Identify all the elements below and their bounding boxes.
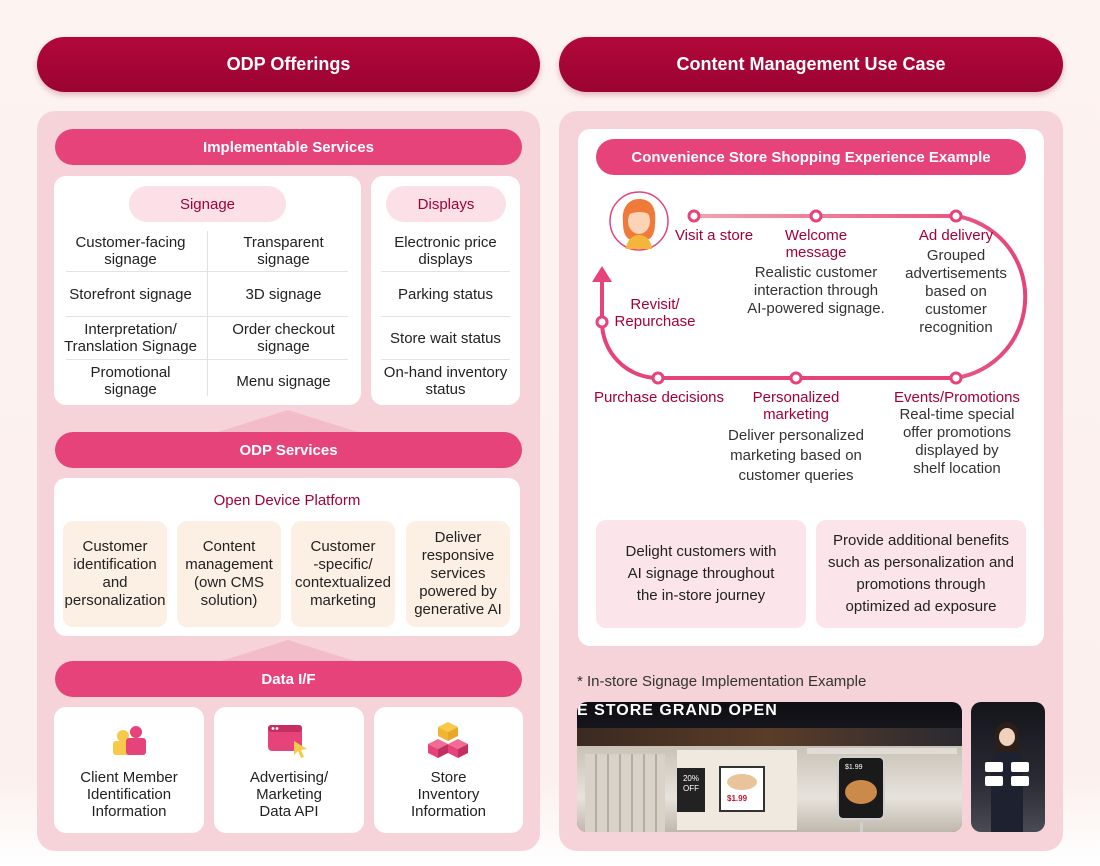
displays-row-divider xyxy=(381,359,510,360)
step-purchase-title: Purchase decisions xyxy=(593,389,725,406)
displays-title: Displays xyxy=(417,195,475,213)
displays-pill: Displays xyxy=(386,186,506,222)
platform-title: Open Device Platform xyxy=(213,492,361,509)
odp-offerings-header: ODP Offerings xyxy=(37,37,540,92)
food-image xyxy=(727,774,757,790)
odp-services-title: ODP Services xyxy=(239,441,338,459)
implementable-services-bar: Implementable Services xyxy=(55,129,522,165)
price-sign: $1.99 xyxy=(719,766,765,812)
store-light xyxy=(807,748,957,754)
ad-browser-icon xyxy=(268,725,307,758)
odp-services-bar: ODP Services xyxy=(55,432,522,468)
floating-card xyxy=(985,776,1003,786)
signage-title: Signage xyxy=(179,195,236,213)
boxes-icon xyxy=(428,722,468,758)
signage-row-divider xyxy=(66,359,348,360)
signage-row-divider xyxy=(66,271,348,272)
offer-percent: 20% xyxy=(682,774,699,783)
displays-row-divider xyxy=(381,271,510,272)
floating-card xyxy=(985,762,1003,772)
signage-pill: Signage xyxy=(129,186,286,222)
store-photo: E STORE GRAND OPEN 20% OFF $1.99 $1.99 xyxy=(577,702,962,832)
signage-storefront: Storefront signage xyxy=(69,285,192,303)
floating-card xyxy=(1011,776,1029,786)
odp-offerings-title: ODP Offerings xyxy=(226,54,351,74)
step-events-title: Events/Promotions xyxy=(894,389,1020,406)
kiosk-food xyxy=(845,780,877,804)
content-management-header: Content Management Use Case xyxy=(559,37,1063,92)
step-ad-delivery-title: Ad delivery xyxy=(918,227,994,244)
signage-row-divider xyxy=(66,316,348,317)
display-store-wait: Store wait status xyxy=(390,329,501,347)
implementable-services-title: Implementable Services xyxy=(203,138,374,156)
signage-interpretation: Interpretation/Translation Signage xyxy=(64,321,197,355)
members-icon xyxy=(113,726,146,755)
connector-triangle xyxy=(218,410,358,432)
data-if-bar: Data I/F xyxy=(55,661,522,697)
signage-3d: 3D signage xyxy=(245,285,322,303)
connector-triangle xyxy=(218,640,358,662)
step-visit-store-title: Visit a store xyxy=(674,227,754,244)
offer-word: OFF xyxy=(683,784,699,793)
kiosk-screen: $1.99 xyxy=(837,756,885,820)
implementation-note: * In-store Signage Implementation Exampl… xyxy=(577,673,867,690)
content-management-title: Content Management Use Case xyxy=(676,54,946,74)
virtual-human-photo xyxy=(971,702,1045,832)
store-banner: E STORE GRAND OPEN xyxy=(577,702,778,719)
signage-menu: Menu signage xyxy=(236,372,331,390)
kiosk-price: $1.99 xyxy=(845,764,863,771)
offer-sign: 20% OFF xyxy=(677,768,705,812)
avatar-icon xyxy=(609,191,669,251)
step-revisit-title: Revisit/Repurchase xyxy=(614,296,696,330)
signage-divider xyxy=(207,231,208,396)
price-sign-text: $1.99 xyxy=(727,794,748,803)
customer-journey-path xyxy=(592,209,1028,385)
shopping-example-bar: Convenience Store Shopping Experience Ex… xyxy=(596,139,1026,175)
shopping-example-title: Convenience Store Shopping Experience Ex… xyxy=(631,148,991,166)
displays-row-divider xyxy=(381,316,510,317)
store-awning xyxy=(577,728,962,746)
floating-card xyxy=(1011,762,1029,772)
store-shelves xyxy=(585,754,665,832)
kiosk-stand xyxy=(860,822,863,832)
display-parking-status: Parking status xyxy=(397,285,494,303)
data-if-title: Data I/F xyxy=(261,670,316,688)
person-face xyxy=(999,728,1015,746)
